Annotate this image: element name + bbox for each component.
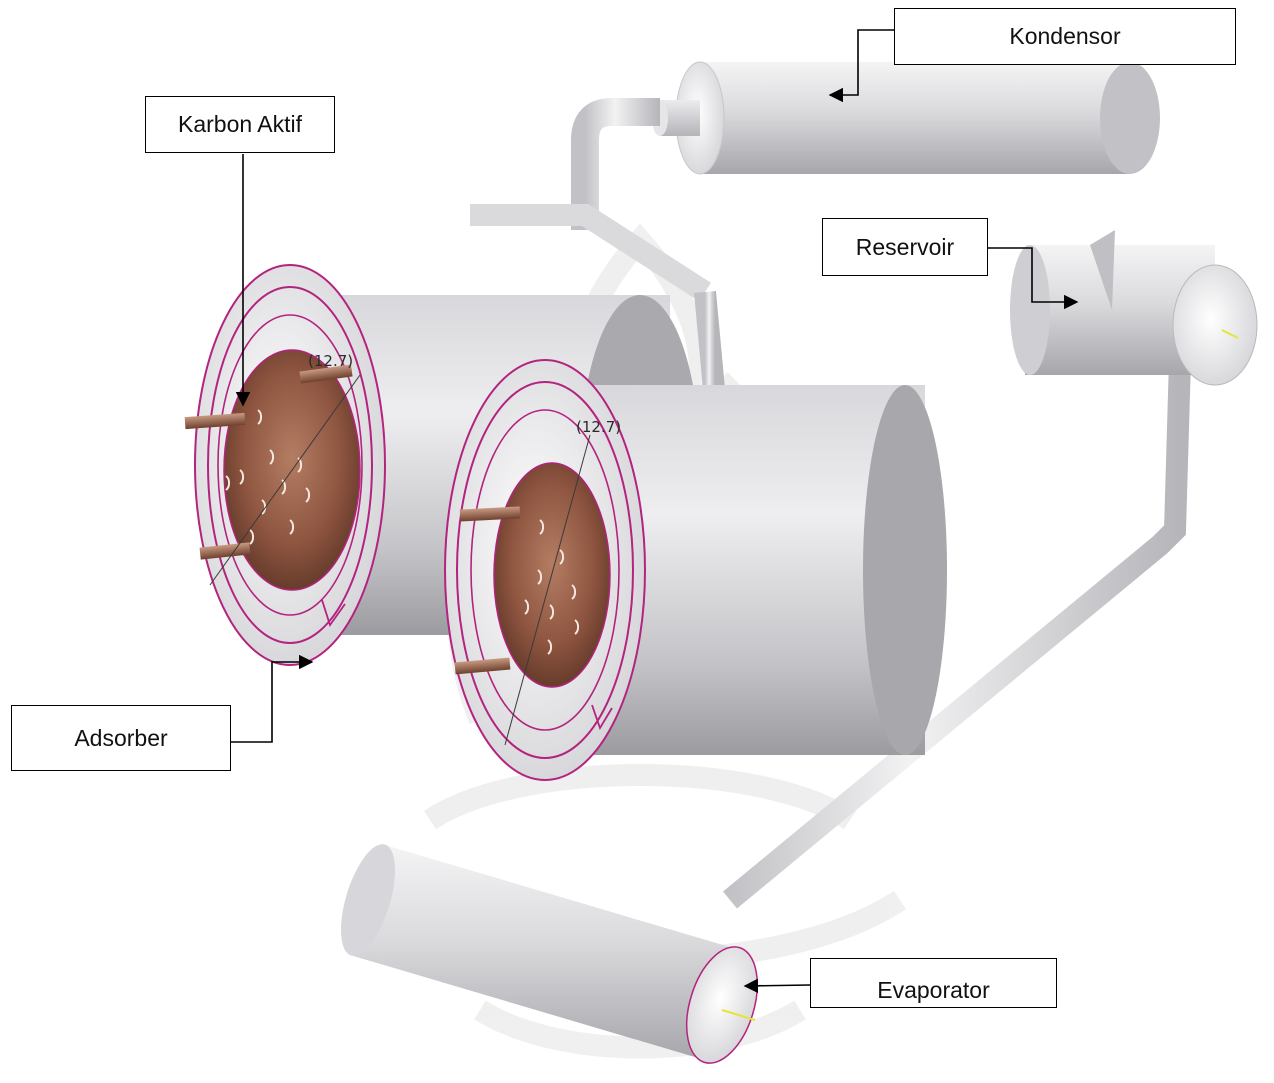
- karbon-aktif-label-text: Karbon Aktif: [178, 111, 302, 138]
- adsorber-label-text: Adsorber: [74, 725, 167, 752]
- reservoir-label: Reservoir: [822, 218, 988, 276]
- dimension-left: (12.7): [308, 352, 353, 370]
- adsorber-right: [445, 360, 947, 780]
- reservoir-vessel: [1010, 230, 1257, 385]
- kondensor-vessel: [652, 62, 1160, 174]
- kondensor-label: Kondensor: [894, 8, 1236, 65]
- adsorber-leader: [230, 662, 312, 742]
- karbon-aktif-label: Karbon Aktif: [145, 96, 335, 153]
- reservoir-label-text: Reservoir: [856, 234, 954, 261]
- evaporator-leader: [745, 985, 810, 986]
- adsorber-label: Adsorber: [11, 705, 231, 771]
- kondensor-label-text: Kondensor: [1009, 23, 1120, 50]
- dimension-right: (12.7): [576, 418, 621, 436]
- evaporator-label: Evaporator: [810, 958, 1057, 1008]
- evaporator-label-text: Evaporator: [877, 977, 990, 1004]
